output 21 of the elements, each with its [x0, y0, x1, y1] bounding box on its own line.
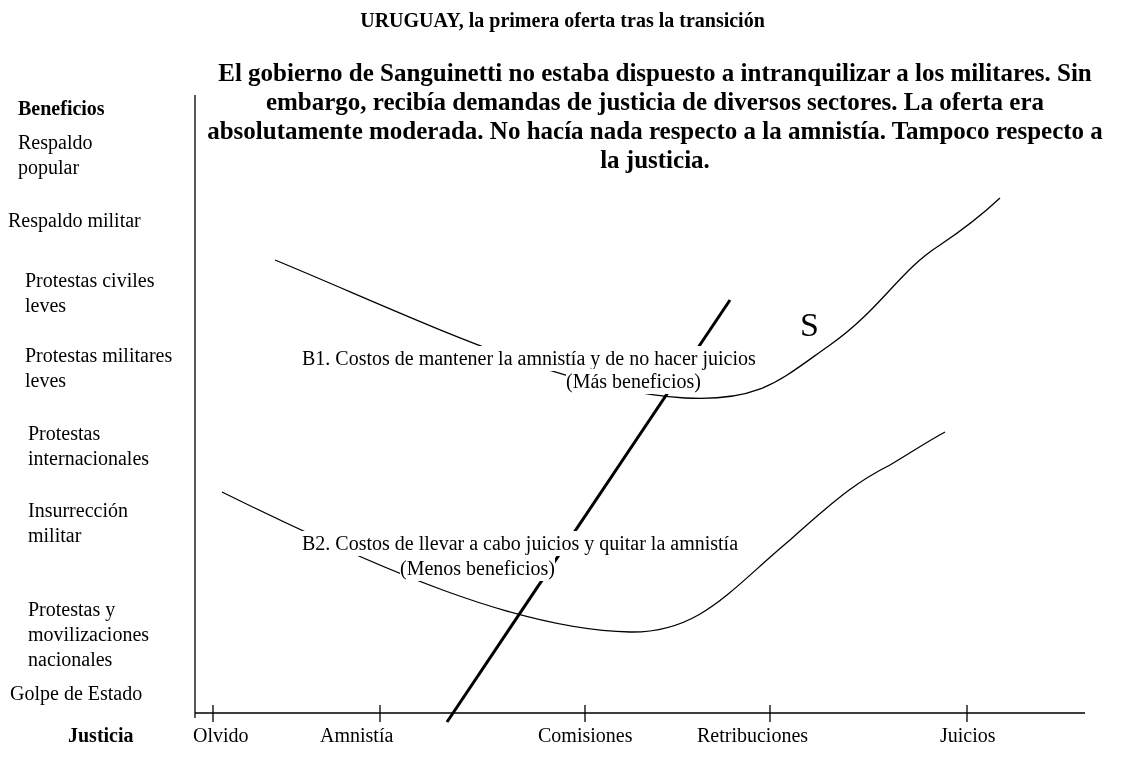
- chart-title: URUGUAY, la primera oferta tras la transición: [359, 8, 766, 33]
- curve-label: (Menos beneficios): [400, 556, 555, 581]
- axis-category-label: Amnistía: [320, 723, 394, 748]
- axis-category-label: Protestas militares leves: [25, 343, 174, 393]
- axis-category-label: Protestas y movilizaciones nacionales: [28, 597, 151, 672]
- curve-label: S: [800, 306, 819, 344]
- axis-category-label: Olvido: [193, 723, 249, 748]
- axis-category-label: Juicios: [940, 723, 996, 748]
- curve-label: (Más beneficios): [566, 369, 701, 394]
- axis-category-label: Respaldo militar: [8, 208, 141, 233]
- axis-category-label: Protestas internacionales: [28, 421, 151, 471]
- axis-category-label: Golpe de Estado: [10, 681, 143, 706]
- axis-category-label: Respaldo popular: [18, 130, 94, 180]
- axis-category-label: Protestas civiles leves: [25, 268, 156, 318]
- axis-title: Justicia: [68, 723, 134, 748]
- axis-category-label: Insurrección militar: [28, 498, 129, 548]
- curve-label: B2. Costos de llevar a cabo juicios y quitar la amnistía: [302, 531, 738, 556]
- subtitle-text: El gobierno de Sanguinetti no estaba dispuesto a intranquilizar a los militares. Sin embargo, recibía demandas de justicia de diversos sectores. La oferta era absolutamente moderada. No hacía nada respecto a la amnistía. Tampoco respecto a la justicia.: [206, 58, 1104, 174]
- axis-title: Beneficios: [18, 96, 105, 121]
- axis-category-label: Retribuciones: [697, 723, 809, 748]
- axis-category-label: Comisiones: [538, 723, 633, 748]
